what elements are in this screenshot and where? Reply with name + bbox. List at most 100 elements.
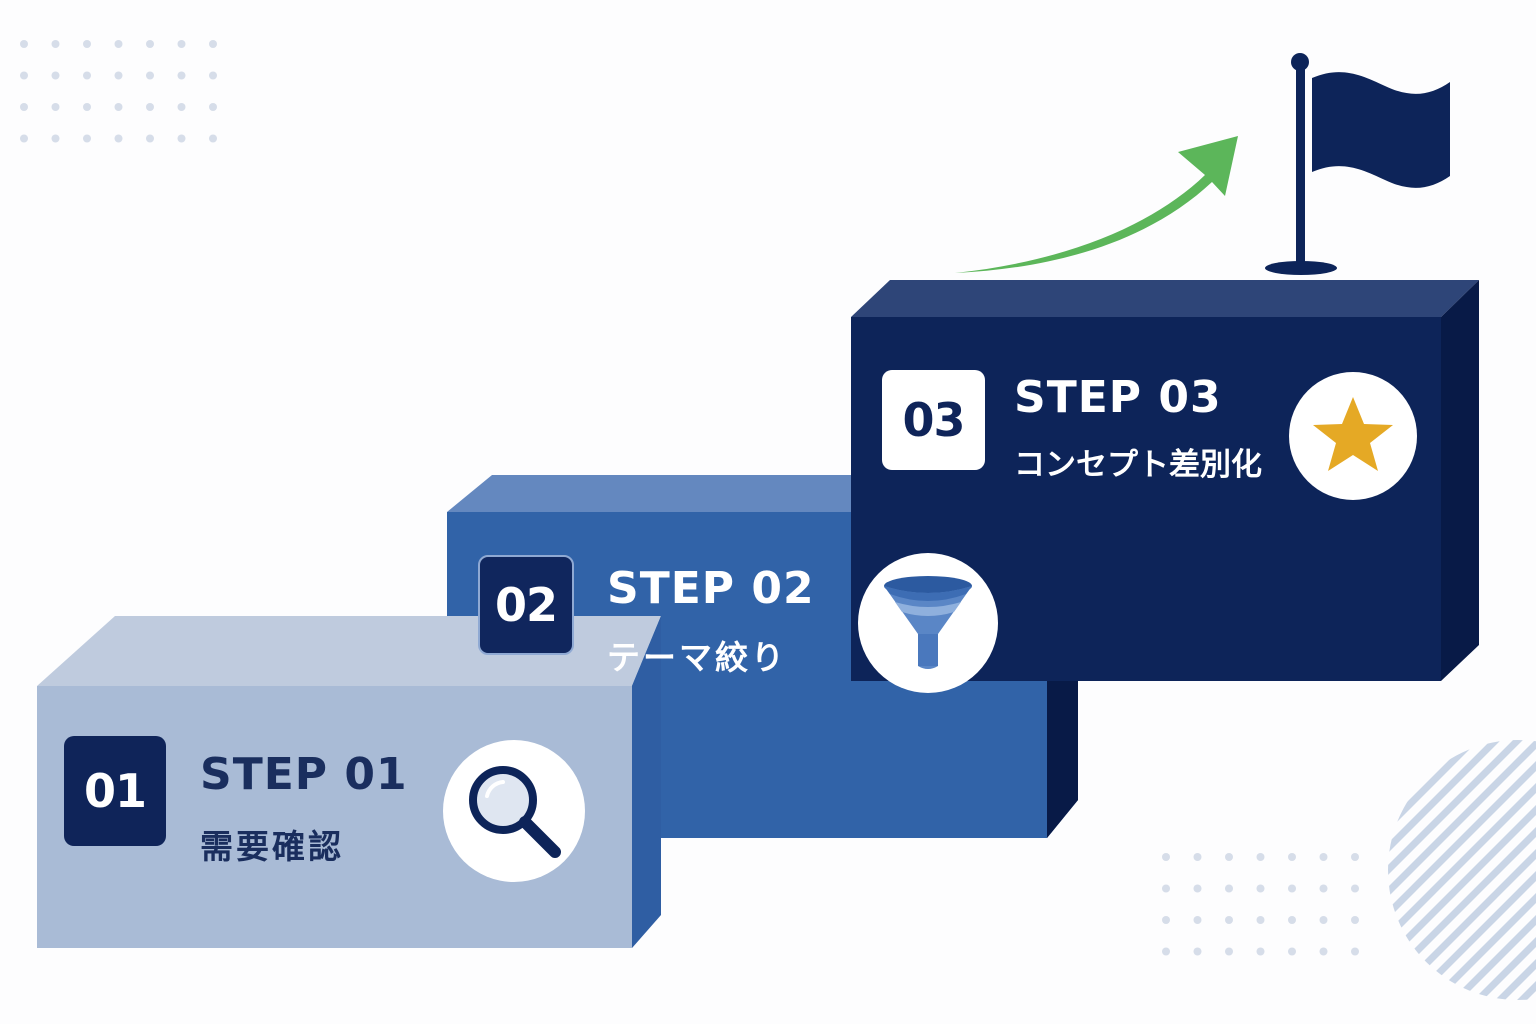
decor-stripe: [1388, 740, 1421, 1000]
decor-dot: [1288, 884, 1296, 893]
step-03-side-face: [1441, 280, 1479, 681]
dot-grid-bottom-right: [1162, 853, 1359, 956]
decor-dot: [1193, 947, 1202, 956]
decor-dot: [114, 103, 123, 111]
decor-dot: [20, 103, 28, 111]
decor-dot: [1319, 947, 1328, 956]
decor-dot: [114, 134, 123, 143]
decor-dot: [51, 103, 60, 111]
step-01-icon-circle: [443, 740, 585, 882]
decor-dot: [1162, 884, 1170, 893]
step-03-top-face: [851, 280, 1479, 317]
decor-dot: [177, 134, 186, 143]
decor-dot: [20, 134, 28, 143]
decor-dot: [1193, 884, 1202, 893]
decor-dot: [1288, 916, 1296, 924]
decor-dot: [1351, 884, 1359, 893]
decor-dot: [1319, 916, 1328, 924]
decor-dot: [146, 40, 154, 48]
decor-stripe: [1388, 740, 1399, 1000]
step-02-title: STEP 02: [607, 563, 815, 614]
decor-dot: [20, 71, 28, 80]
decor-dot: [20, 40, 28, 48]
step-03-icon-circle: [1289, 372, 1417, 500]
step-01-subtitle: 需要確認: [200, 827, 344, 866]
decor-stripe: [1388, 740, 1536, 1000]
decor-stripe: [1388, 740, 1443, 1000]
decor-dot: [1319, 853, 1328, 861]
decor-dot: [1162, 947, 1170, 956]
decor-dot: [83, 103, 91, 111]
decor-dot: [209, 40, 217, 48]
decor-stripe: [1465, 740, 1536, 1000]
decor-dot: [1256, 947, 1265, 956]
decor-dot: [83, 71, 91, 80]
decor-dot: [209, 134, 217, 143]
decor-dot: [51, 134, 60, 143]
decor-stripe: [1421, 740, 1536, 1000]
step-03-number-badge: 03: [882, 370, 985, 470]
decor-dot: [177, 40, 186, 48]
decor-dot: [1256, 884, 1265, 893]
decor-dot: [1225, 916, 1233, 924]
funnel-icon: [884, 576, 972, 669]
decor-stripe: [1388, 740, 1536, 1000]
decor-dot: [1256, 853, 1265, 861]
striped-circle-decoration: [1388, 740, 1536, 1000]
decor-dot: [83, 134, 91, 143]
decor-dot: [114, 40, 123, 48]
decor-dot: [83, 40, 91, 48]
decor-dot: [1351, 947, 1359, 956]
decor-dot: [177, 71, 186, 80]
decor-dot: [1162, 853, 1170, 861]
decor-dot: [146, 134, 154, 143]
star-icon: [1313, 397, 1393, 471]
decor-stripe: [1443, 740, 1536, 1000]
decor-dot: [1288, 947, 1296, 956]
decor-stripe: [1399, 740, 1536, 1000]
decor-dot: [209, 103, 217, 111]
dot-grid-top-left: [20, 40, 217, 143]
decor-dot: [1319, 884, 1328, 893]
step-02-number: 02: [494, 578, 558, 632]
decor-dot: [1225, 947, 1233, 956]
step-03-subtitle: コンセプト差別化: [1014, 447, 1262, 483]
decor-dot: [1256, 916, 1265, 924]
decor-dot: [146, 71, 154, 80]
magnifier-icon: [469, 766, 561, 858]
decor-dot: [1288, 853, 1296, 861]
decor-dot: [209, 71, 217, 80]
decor-dot: [1351, 853, 1359, 861]
flag-icon: [1265, 53, 1450, 275]
decor-dot: [51, 71, 60, 80]
decor-dot: [1162, 916, 1170, 924]
decor-stripe: [1388, 740, 1509, 1000]
decor-dot: [1225, 853, 1233, 861]
decor-stripe: [1388, 740, 1487, 1000]
decor-stripe: [1388, 740, 1536, 1000]
decor-stripe: [1388, 740, 1531, 1000]
step-03-title: STEP 03: [1014, 372, 1222, 423]
step-02-number-badge: 02: [478, 555, 574, 655]
step-02-subtitle: テーマ絞り: [607, 638, 787, 677]
step-03-lower-side: [1047, 681, 1078, 838]
decor-dot: [1351, 916, 1359, 924]
decor-stripe: [1388, 740, 1536, 1000]
step-01-title: STEP 01: [200, 749, 408, 800]
decor-dot: [177, 103, 186, 111]
step-01-side-face: [632, 616, 661, 948]
growth-arrow-icon: [955, 136, 1238, 273]
step-03-number: 03: [902, 393, 965, 447]
decor-stripe: [1388, 740, 1465, 1000]
decor-dot: [51, 40, 60, 48]
decor-dot: [114, 71, 123, 80]
decor-dot: [1193, 916, 1202, 924]
step-01-number: 01: [83, 764, 147, 818]
decor-dot: [1193, 853, 1202, 861]
decor-dot: [1225, 884, 1233, 893]
step-02-icon-circle: [858, 553, 998, 693]
step-01-number-badge: 01: [64, 736, 166, 846]
decor-dot: [146, 103, 154, 111]
